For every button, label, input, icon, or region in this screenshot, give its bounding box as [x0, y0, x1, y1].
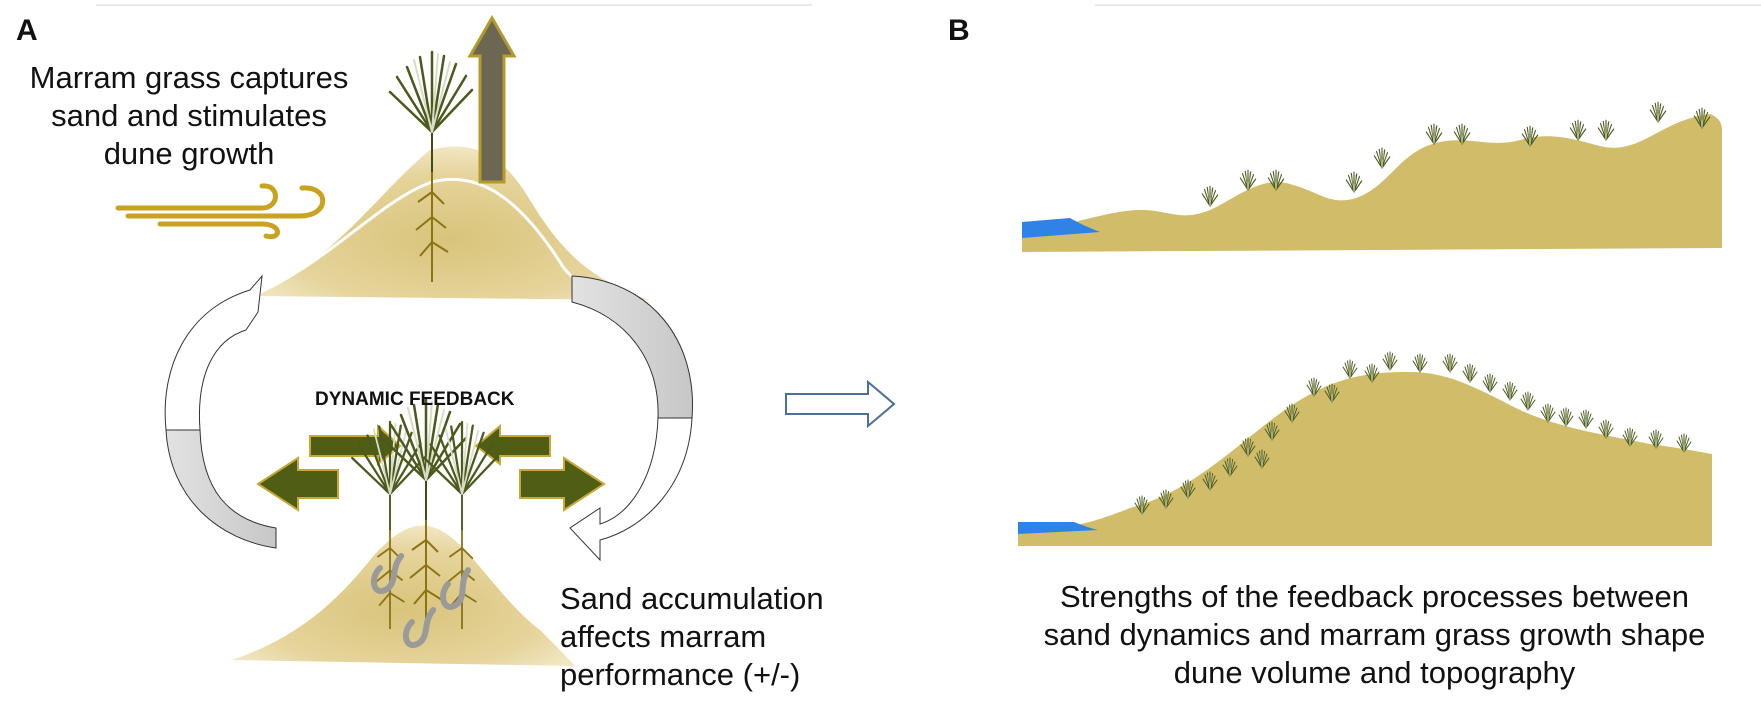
panel-a-bottom-line: performance (+/-)	[560, 657, 801, 692]
panel-a-bottom-line: Sand accumulation	[560, 581, 824, 616]
upper-dune-profile	[1022, 114, 1722, 252]
panel-a-letter: A	[16, 14, 38, 47]
water-icon	[1018, 522, 1098, 534]
lower-dune	[232, 525, 575, 666]
panel-b-caption-line: sand dynamics and marram grass growth sh…	[1043, 617, 1706, 652]
up-arrow-icon	[467, 15, 517, 184]
panel-b-caption-line: Strengths of the feedback processes betw…	[1059, 579, 1689, 614]
panel-a-title-line: sand and stimulates	[51, 98, 327, 133]
dynamic-feedback-label: DYNAMIC FEEDBACK	[315, 389, 515, 410]
cycle-arrow-icon	[164, 274, 693, 562]
upper-dune	[248, 146, 650, 300]
panel-b-caption: Strengths of the feedback processes betw…	[988, 578, 1761, 692]
panel-a-title-line: Marram grass captures	[29, 60, 349, 95]
horizontal-arrows	[256, 423, 606, 512]
panel-b-caption-line: dune volume and topography	[1173, 655, 1576, 690]
panel-a-bottom-line: affects marram	[560, 619, 767, 654]
panel-a-title-line: dune growth	[103, 136, 275, 171]
right-arrow-icon	[785, 379, 896, 429]
wind-icon	[115, 183, 326, 240]
panel-b-letter: B	[948, 14, 970, 47]
water-icon	[1022, 218, 1100, 238]
lower-dune-profile	[1018, 372, 1712, 546]
panel-a-title: Marram grass captures sand and stimulate…	[4, 59, 374, 173]
panel-a-bottom-caption: Sand accumulation affects marram perform…	[560, 580, 890, 694]
